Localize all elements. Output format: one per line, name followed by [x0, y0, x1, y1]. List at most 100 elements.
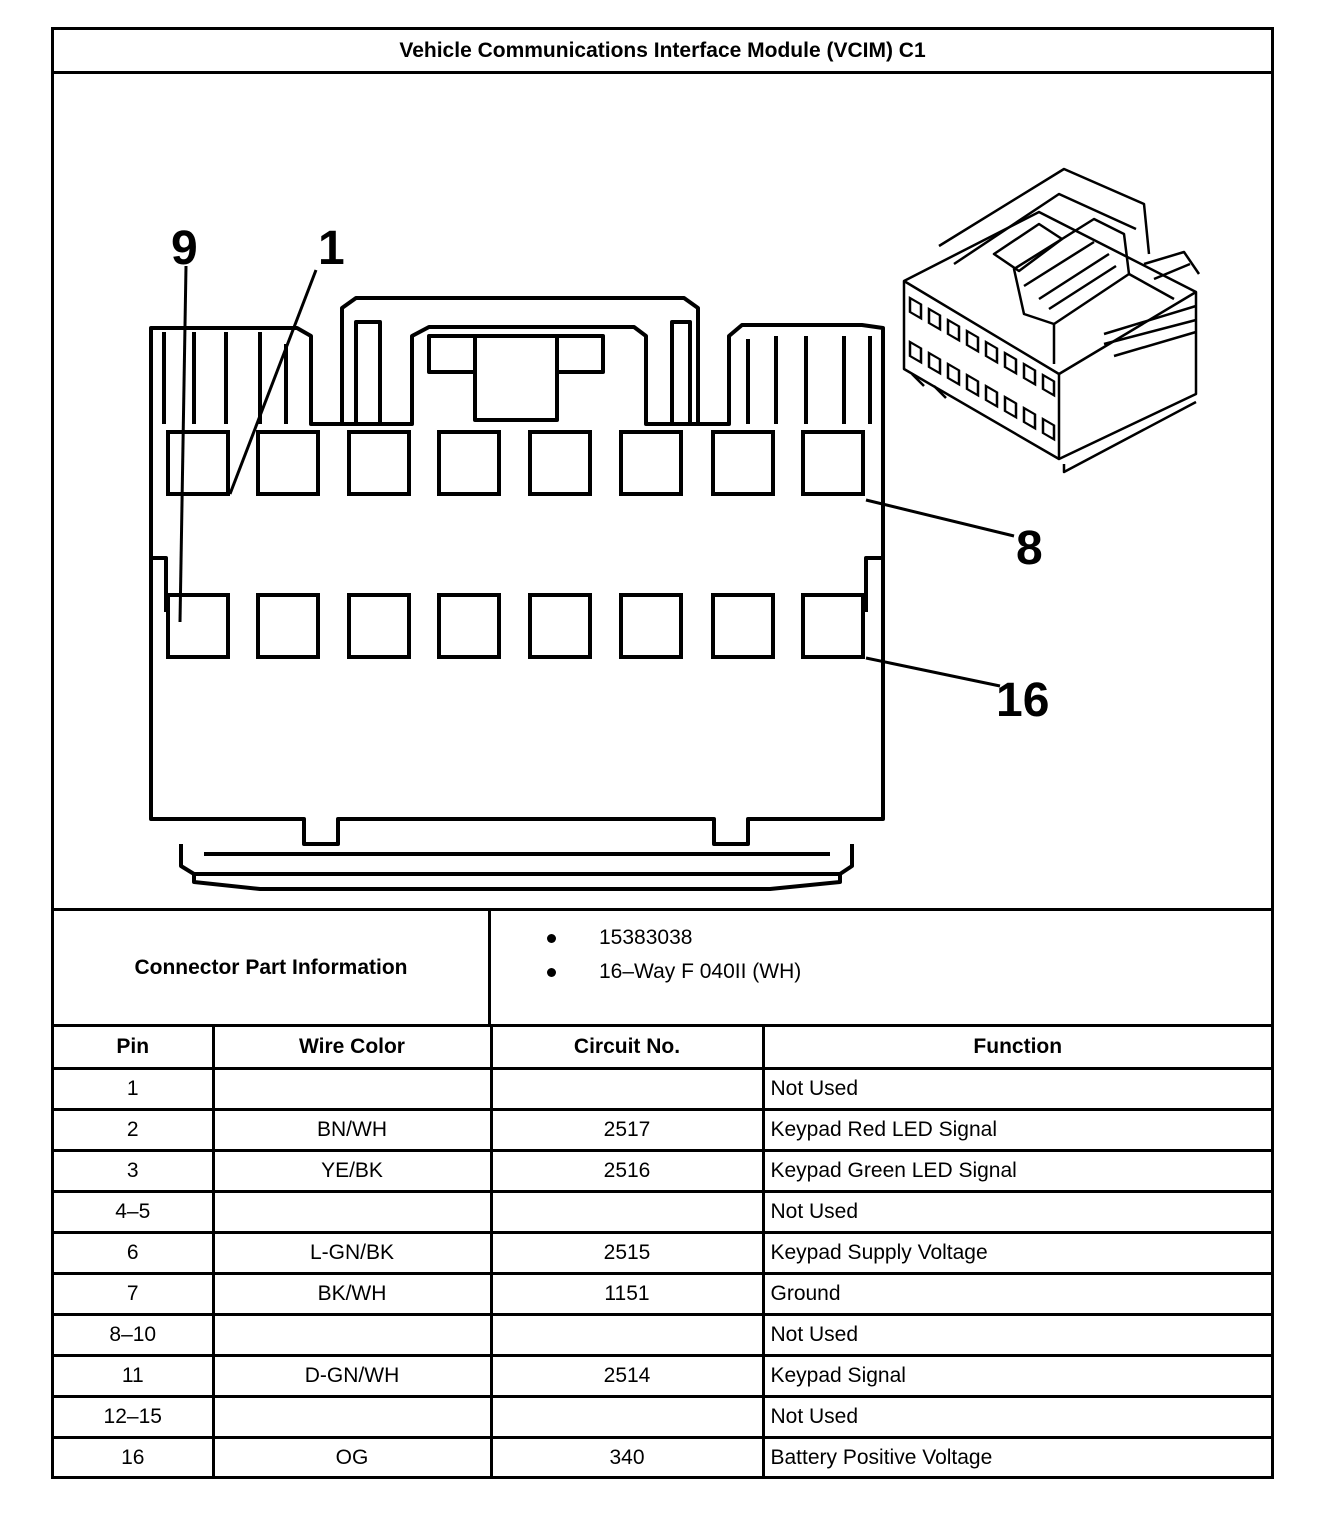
cavity-bottom [166, 593, 230, 659]
iso-cavity [1003, 395, 1018, 420]
cell-circuit-no: 2516 [489, 1148, 765, 1193]
latch-outline [340, 296, 700, 424]
leader-line-16 [865, 656, 1001, 688]
iso-cavity [927, 307, 942, 332]
cell-pin: 12–15 [54, 1394, 215, 1439]
cell-pin: 3 [54, 1148, 215, 1193]
callout-1: 1 [318, 222, 345, 275]
connector-face-diagram: 9 1 8 16 [149, 167, 1201, 891]
cell-wire-color: YE/BK [211, 1148, 493, 1193]
cavity-top [256, 430, 320, 496]
table-row: 4–5 Not Used [54, 1189, 1271, 1234]
leader-line-1 [228, 269, 318, 495]
iso-cavity [1022, 362, 1037, 387]
cell-pin: 7 [54, 1271, 215, 1316]
cavity-top [166, 430, 230, 496]
cell-wire-color [211, 1312, 493, 1357]
callout-16: 16 [996, 674, 1049, 727]
cell-function: Not Used [761, 1066, 1271, 1111]
connector-figure: 9 1 8 16 [54, 74, 1271, 908]
callout-8: 8 [1016, 522, 1043, 575]
cell-wire-color: BN/WH [211, 1107, 493, 1152]
iso-cavity [965, 329, 980, 354]
cell-function: Not Used [761, 1189, 1271, 1234]
cell-wire-color: L-GN/BK [211, 1230, 493, 1275]
isometric-cavity-group [908, 296, 1056, 442]
cell-circuit-no [489, 1189, 765, 1234]
cell-wire-color [211, 1189, 493, 1234]
cell-pin: 2 [54, 1107, 215, 1152]
connector-description: 16–Way F 040II (WH) [599, 960, 802, 983]
right-ribs [746, 336, 872, 424]
iso-cavity [1041, 373, 1056, 398]
connector-isometric-view [902, 167, 1201, 474]
cell-function: Keypad Signal [761, 1353, 1271, 1398]
iso-cavity [984, 384, 999, 409]
cell-function: Battery Positive Voltage [761, 1435, 1271, 1478]
cell-pin: 1 [54, 1066, 215, 1111]
leader-line-8 [865, 498, 1015, 538]
sheet-title: Vehicle Communications Interface Module … [54, 30, 1271, 74]
iso-cavity [1003, 351, 1018, 376]
left-ribs [162, 332, 288, 424]
cavity-top [801, 430, 865, 496]
cell-circuit-no: 2517 [489, 1107, 765, 1152]
cell-circuit-no [489, 1394, 765, 1439]
connector-part-label: Connector Part Information [54, 911, 491, 1024]
cell-function: Keypad Supply Voltage [761, 1230, 1271, 1275]
bullet-icon [547, 968, 556, 977]
cavity-bottom [347, 593, 411, 659]
cavity-group [166, 430, 865, 659]
cell-wire-color: D-GN/WH [211, 1353, 493, 1398]
cell-pin: 4–5 [54, 1189, 215, 1234]
latch-inner [354, 320, 692, 424]
cell-pin: 11 [54, 1353, 215, 1398]
cell-circuit-no: 2515 [489, 1230, 765, 1275]
cavity-bottom [711, 593, 775, 659]
cell-wire-color: BK/WH [211, 1271, 493, 1316]
connector-part-item: 15383038 [491, 921, 801, 955]
housing-outline [149, 323, 885, 846]
cell-function: Keypad Red LED Signal [761, 1107, 1271, 1152]
cavity-bottom [256, 593, 320, 659]
cell-pin: 16 [54, 1435, 215, 1478]
cell-pin: 6 [54, 1230, 215, 1275]
connector-sheet: Vehicle Communications Interface Module … [51, 27, 1274, 1479]
iso-cavity [1022, 406, 1037, 431]
base-rail [192, 874, 842, 891]
table-header-row: Pin Wire Color Circuit No. Function [54, 1027, 1271, 1070]
iso-cavity [946, 318, 961, 343]
latch-block [473, 334, 559, 422]
iso-cavity [908, 296, 923, 321]
cavity-bottom [528, 593, 592, 659]
cavity-top [528, 430, 592, 496]
cell-circuit-no: 340 [489, 1435, 765, 1478]
iso-cavity [908, 340, 923, 365]
cell-wire-color: OG [211, 1435, 493, 1478]
cavity-top [711, 430, 775, 496]
leader-line-9 [178, 265, 188, 623]
cell-function: Keypad Green LED Signal [761, 1148, 1271, 1193]
cell-wire-color [211, 1066, 493, 1111]
cell-circuit-no: 1151 [489, 1271, 765, 1316]
cell-function: Not Used [761, 1394, 1271, 1439]
connector-part-number: 15383038 [599, 926, 693, 949]
connector-part-list: 15383038 16–Way F 040II (WH) [491, 921, 801, 989]
callout-9: 9 [171, 222, 198, 275]
connector-part-item: 16–Way F 040II (WH) [491, 955, 801, 989]
base-rail [179, 844, 854, 876]
cavity-bottom [437, 593, 501, 659]
iso-cavity [927, 351, 942, 376]
cell-circuit-no [489, 1066, 765, 1111]
table-row: 12–15 Not Used [54, 1394, 1271, 1439]
latch-block [427, 334, 477, 374]
cell-pin: 8–10 [54, 1312, 215, 1357]
